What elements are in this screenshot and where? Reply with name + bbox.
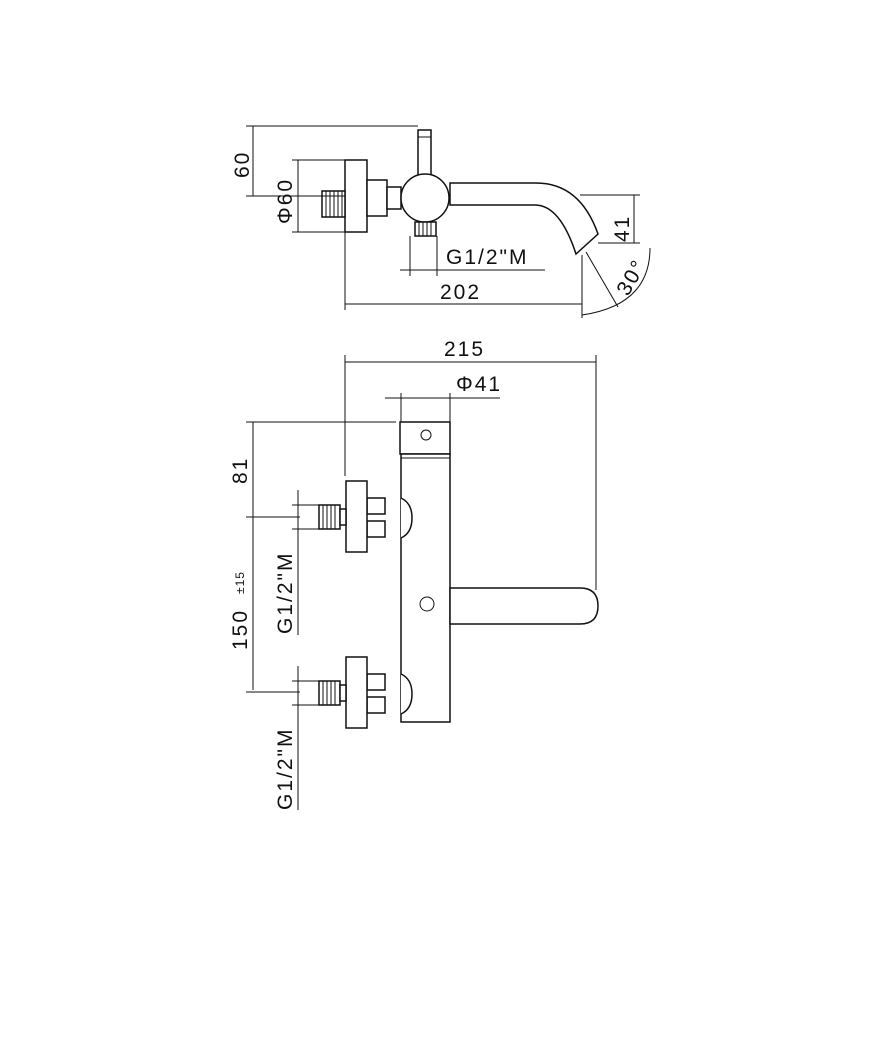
upper-inlet-thread	[318, 504, 341, 530]
dim-line-overall-width-top	[344, 232, 583, 318]
dim-line-upper-height	[246, 421, 396, 690]
upper-elbow	[400, 497, 413, 539]
thread-hatch-top	[325, 191, 343, 217]
dim-line-cartridge-diameter	[385, 393, 500, 422]
label-overall-width-top: 202	[440, 281, 481, 304]
label-body-diameter: Φ60	[274, 178, 297, 224]
lower-wall-plate	[345, 656, 368, 729]
dim-line-outlet-thread	[400, 236, 545, 276]
upper-nut-b	[366, 520, 386, 538]
lower-inlet-thread	[318, 680, 341, 706]
dim-line-inlet-thread-upper	[292, 490, 319, 635]
connector-nut-top	[366, 179, 388, 217]
label-overall-width-front: 215	[444, 338, 485, 361]
spout-front	[449, 587, 599, 625]
dim-line-height-top	[246, 125, 418, 197]
label-height-top: 60	[231, 151, 254, 178]
label-inlet-thread-upper: G1/2"M	[274, 552, 297, 634]
spout-top	[449, 182, 599, 256]
label-cartridge-diameter: Φ41	[456, 373, 502, 396]
label-centres-tolerance: ±15	[233, 571, 247, 594]
front-view: 215 Φ41 81 150 ±15 G1/2"M	[229, 338, 599, 810]
lower-elbow	[400, 673, 413, 715]
connector-neck-top	[386, 186, 402, 210]
label-spout-drop: 41	[611, 215, 634, 242]
label-spout-angle: 30°	[612, 255, 651, 299]
label-upper-height: 81	[229, 457, 252, 484]
dim-line-overall-width-front	[344, 355, 597, 590]
cap-indicator	[420, 429, 432, 441]
dim-line-inlet-thread-lower	[292, 666, 319, 810]
upper-wall-plate	[345, 480, 368, 553]
dim-line-body-diameter	[292, 159, 345, 233]
top-view: 60 Φ60 41 G1/2"M 202	[231, 125, 651, 318]
label-inlet-thread-lower: G1/2"M	[274, 728, 297, 810]
cartridge-cap	[399, 421, 451, 455]
label-centres: 150	[229, 609, 252, 650]
mixer-body-top	[400, 173, 450, 223]
diverter-knob	[419, 596, 435, 612]
wall-plate-top	[344, 159, 368, 233]
outlet-thread-top	[414, 221, 437, 237]
lower-nut-b	[366, 696, 386, 714]
upper-nut-a	[366, 497, 386, 515]
dim-line-spout-drop	[580, 194, 640, 244]
lower-nut-a	[366, 673, 386, 691]
label-outlet-thread: G1/2"M	[446, 246, 528, 269]
dim-arc-spout-angle	[581, 247, 651, 316]
